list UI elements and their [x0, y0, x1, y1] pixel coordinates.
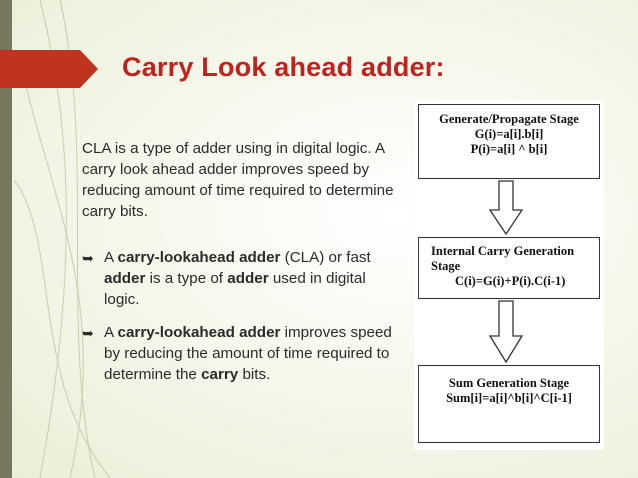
intro-paragraph: CLA is a type of adder using in digital … [82, 140, 394, 220]
arrow-bullet-icon: ➥ [82, 250, 94, 266]
down-arrow-icon [488, 300, 524, 364]
text-run: A [104, 324, 118, 341]
stage1-generate-formula: G(i)=a[i].b[i] [474, 127, 544, 141]
generate-propagate-stage-box: Generate/Propagate Stage G(i)=a[i].b[i] … [418, 104, 600, 179]
stage3-title: Sum Generation Stage [448, 376, 570, 390]
bullet-item-2: ➥ A carry-lookahead adder improves speed… [82, 322, 394, 385]
text-run: improves speed by reducing the amount of… [104, 324, 392, 383]
bold-term: carry-lookahead adder [117, 249, 281, 266]
stage3-sum-formula: Sum[i]=a[i]^b[i]^C[i-1] [446, 391, 572, 405]
slide-title: Carry Look ahead adder: [122, 52, 445, 82]
stage2-carry-formula: C(i)=G(i)+P(i).C(i-1) [455, 274, 566, 288]
stage2-title-cont: Stage [431, 259, 461, 273]
internal-carry-generation-box: Internal Carry Generation Stage C(i)=G(i… [418, 237, 600, 299]
bullet-list: ➥ A carry-lookahead adder (CLA) or fast … [82, 247, 394, 397]
bullet-item-1: ➥ A carry-lookahead adder (CLA) or fast … [82, 247, 394, 310]
bold-term: adder [104, 270, 146, 287]
text-run: is a type of [145, 270, 228, 287]
text-run: (CLA) or fast [280, 249, 371, 266]
bullet-text-2: A carry-lookahead adder improves speed b… [104, 324, 392, 383]
bold-term: carry-lookahead adder [117, 324, 281, 341]
down-arrow-icon [488, 180, 524, 236]
left-accent-bar [0, 0, 12, 478]
bold-term: carry [201, 366, 239, 383]
sum-generation-stage-box: Sum Generation Stage Sum[i]=a[i]^b[i]^C[… [418, 365, 600, 443]
bold-term: adder [227, 270, 269, 287]
text-run: A [104, 249, 118, 266]
text-run: used in digital logic. [104, 270, 366, 308]
title-tab-shape [0, 50, 98, 88]
bullet-text-1: A carry-lookahead adder (CLA) or fast ad… [104, 249, 371, 308]
cla-stage-diagram: Generate/Propagate Stage G(i)=a[i].b[i] … [414, 100, 604, 450]
text-run: bits. [238, 366, 271, 383]
stage2-title: Internal Carry Generation [431, 244, 575, 258]
stage1-title: Generate/Propagate Stage [439, 112, 579, 126]
stage1-propagate-formula: P(i)=a[i] ^ b[i] [470, 142, 548, 156]
arrow-bullet-icon: ➥ [82, 325, 94, 341]
